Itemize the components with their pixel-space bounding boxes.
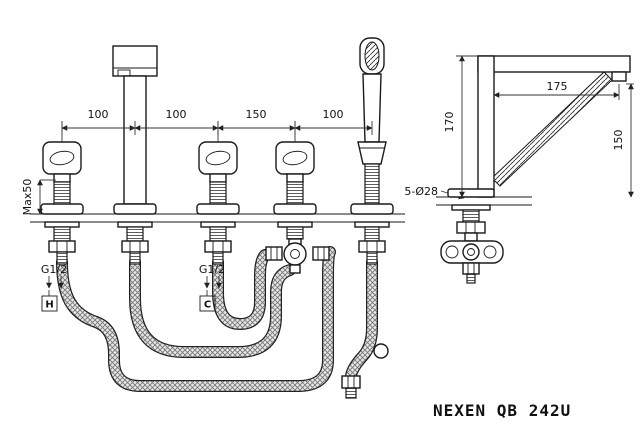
dim-total-height: 170 xyxy=(443,112,456,133)
hose-hot xyxy=(57,247,335,391)
hose-spout xyxy=(130,257,295,357)
cold-handle xyxy=(196,141,240,265)
front-spacing-dimensions: 100 100 150 100 xyxy=(61,108,373,142)
dim-spacing-4: 100 xyxy=(323,108,344,121)
cold-thread-label: G1/2 xyxy=(199,263,225,276)
hot-inlet-callout: G1/2 H xyxy=(41,263,67,312)
dim-spacing-2: 100 xyxy=(166,108,187,121)
mounting-deck xyxy=(30,213,405,223)
cold-marker: C xyxy=(204,300,211,311)
dim-spout-height: 150 xyxy=(612,130,625,151)
hand-shower xyxy=(350,37,394,265)
cold-marker-box xyxy=(199,295,216,312)
diverter-valve-body xyxy=(265,238,330,274)
model-title: NEXEN QB 242U xyxy=(433,401,571,420)
spout-nozzle xyxy=(611,71,627,82)
hot-marker: H xyxy=(45,300,53,311)
dim-spacing-3: 150 xyxy=(246,108,267,121)
side-deck xyxy=(436,188,532,234)
hot-marker-box xyxy=(41,295,58,312)
max-thickness-dimension: Max50 xyxy=(21,179,56,216)
shower-holder xyxy=(357,141,387,165)
hose-cold xyxy=(213,250,270,329)
bath-spout xyxy=(112,45,158,265)
shower-holder-side xyxy=(440,232,504,284)
hose-end-fitting xyxy=(341,375,361,399)
hose-weight-ball xyxy=(373,343,389,359)
hose-shower xyxy=(346,257,377,381)
dim-max50: Max50 xyxy=(21,179,34,216)
diverter-handle xyxy=(265,141,330,274)
side-dimensions: 175 170 150 xyxy=(443,55,634,198)
spout-side-profile xyxy=(477,55,631,198)
shower-spray-face xyxy=(364,41,380,71)
flexible-hoses xyxy=(56,246,389,399)
dim-spacing-1: 100 xyxy=(88,108,109,121)
dim-spout-reach: 175 xyxy=(547,80,568,93)
side-view: 175 170 150 xyxy=(436,55,634,284)
hole-size-label: 5-Ø28 xyxy=(404,185,438,198)
cold-inlet-callout: G1/2 C xyxy=(199,263,225,312)
hot-handle xyxy=(40,141,84,265)
hot-thread-label: G1/2 xyxy=(41,263,67,276)
front-view: 100 100 150 100 Max50 G1/2 H G1/2 xyxy=(21,37,465,399)
